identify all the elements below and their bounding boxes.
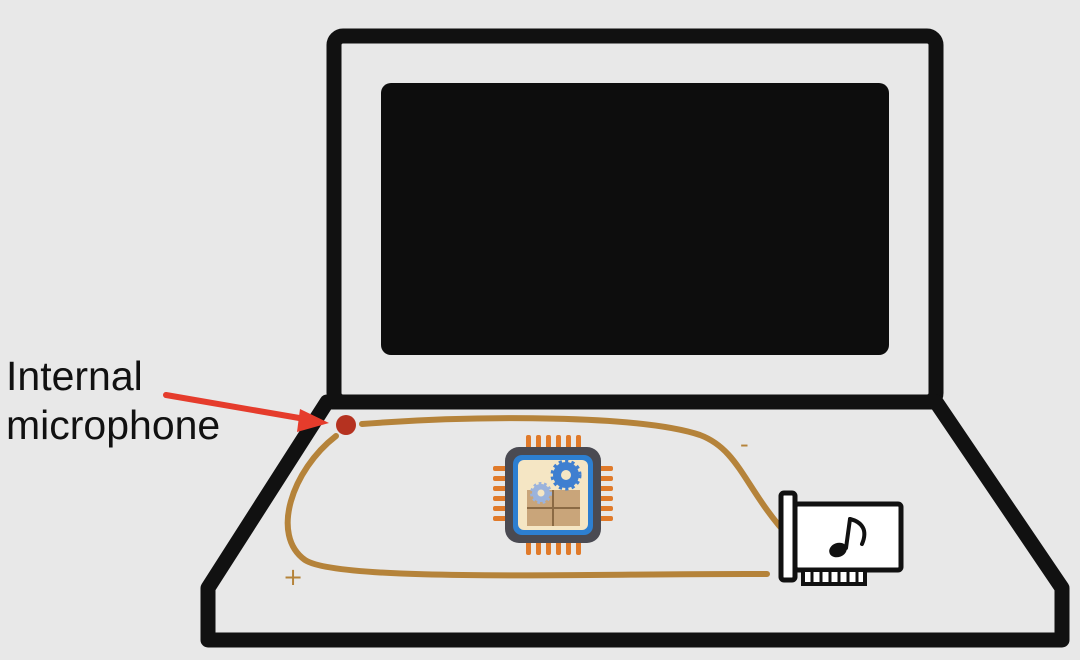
cpu-chip-icon (493, 435, 613, 555)
microphone-label-line-2: microphone (6, 402, 221, 448)
wire-positive (284, 433, 770, 579)
negative-sign: - (740, 430, 749, 458)
gear-icon (530, 459, 582, 504)
microphone-label: Internal microphone (6, 352, 220, 450)
microphone-dot-icon (336, 415, 356, 435)
laptop-base (200, 394, 1070, 648)
laptop-screen (381, 83, 889, 355)
microphone-label-line-1: Internal (6, 353, 143, 399)
sound-card-icon (778, 490, 904, 586)
music-note-icon (829, 517, 867, 558)
wire-negative (359, 415, 793, 541)
positive-sign: + (283, 563, 303, 591)
microphone-wire (284, 415, 793, 579)
laptop-icon (200, 28, 1070, 648)
pointer-arrow-icon (163, 392, 329, 432)
